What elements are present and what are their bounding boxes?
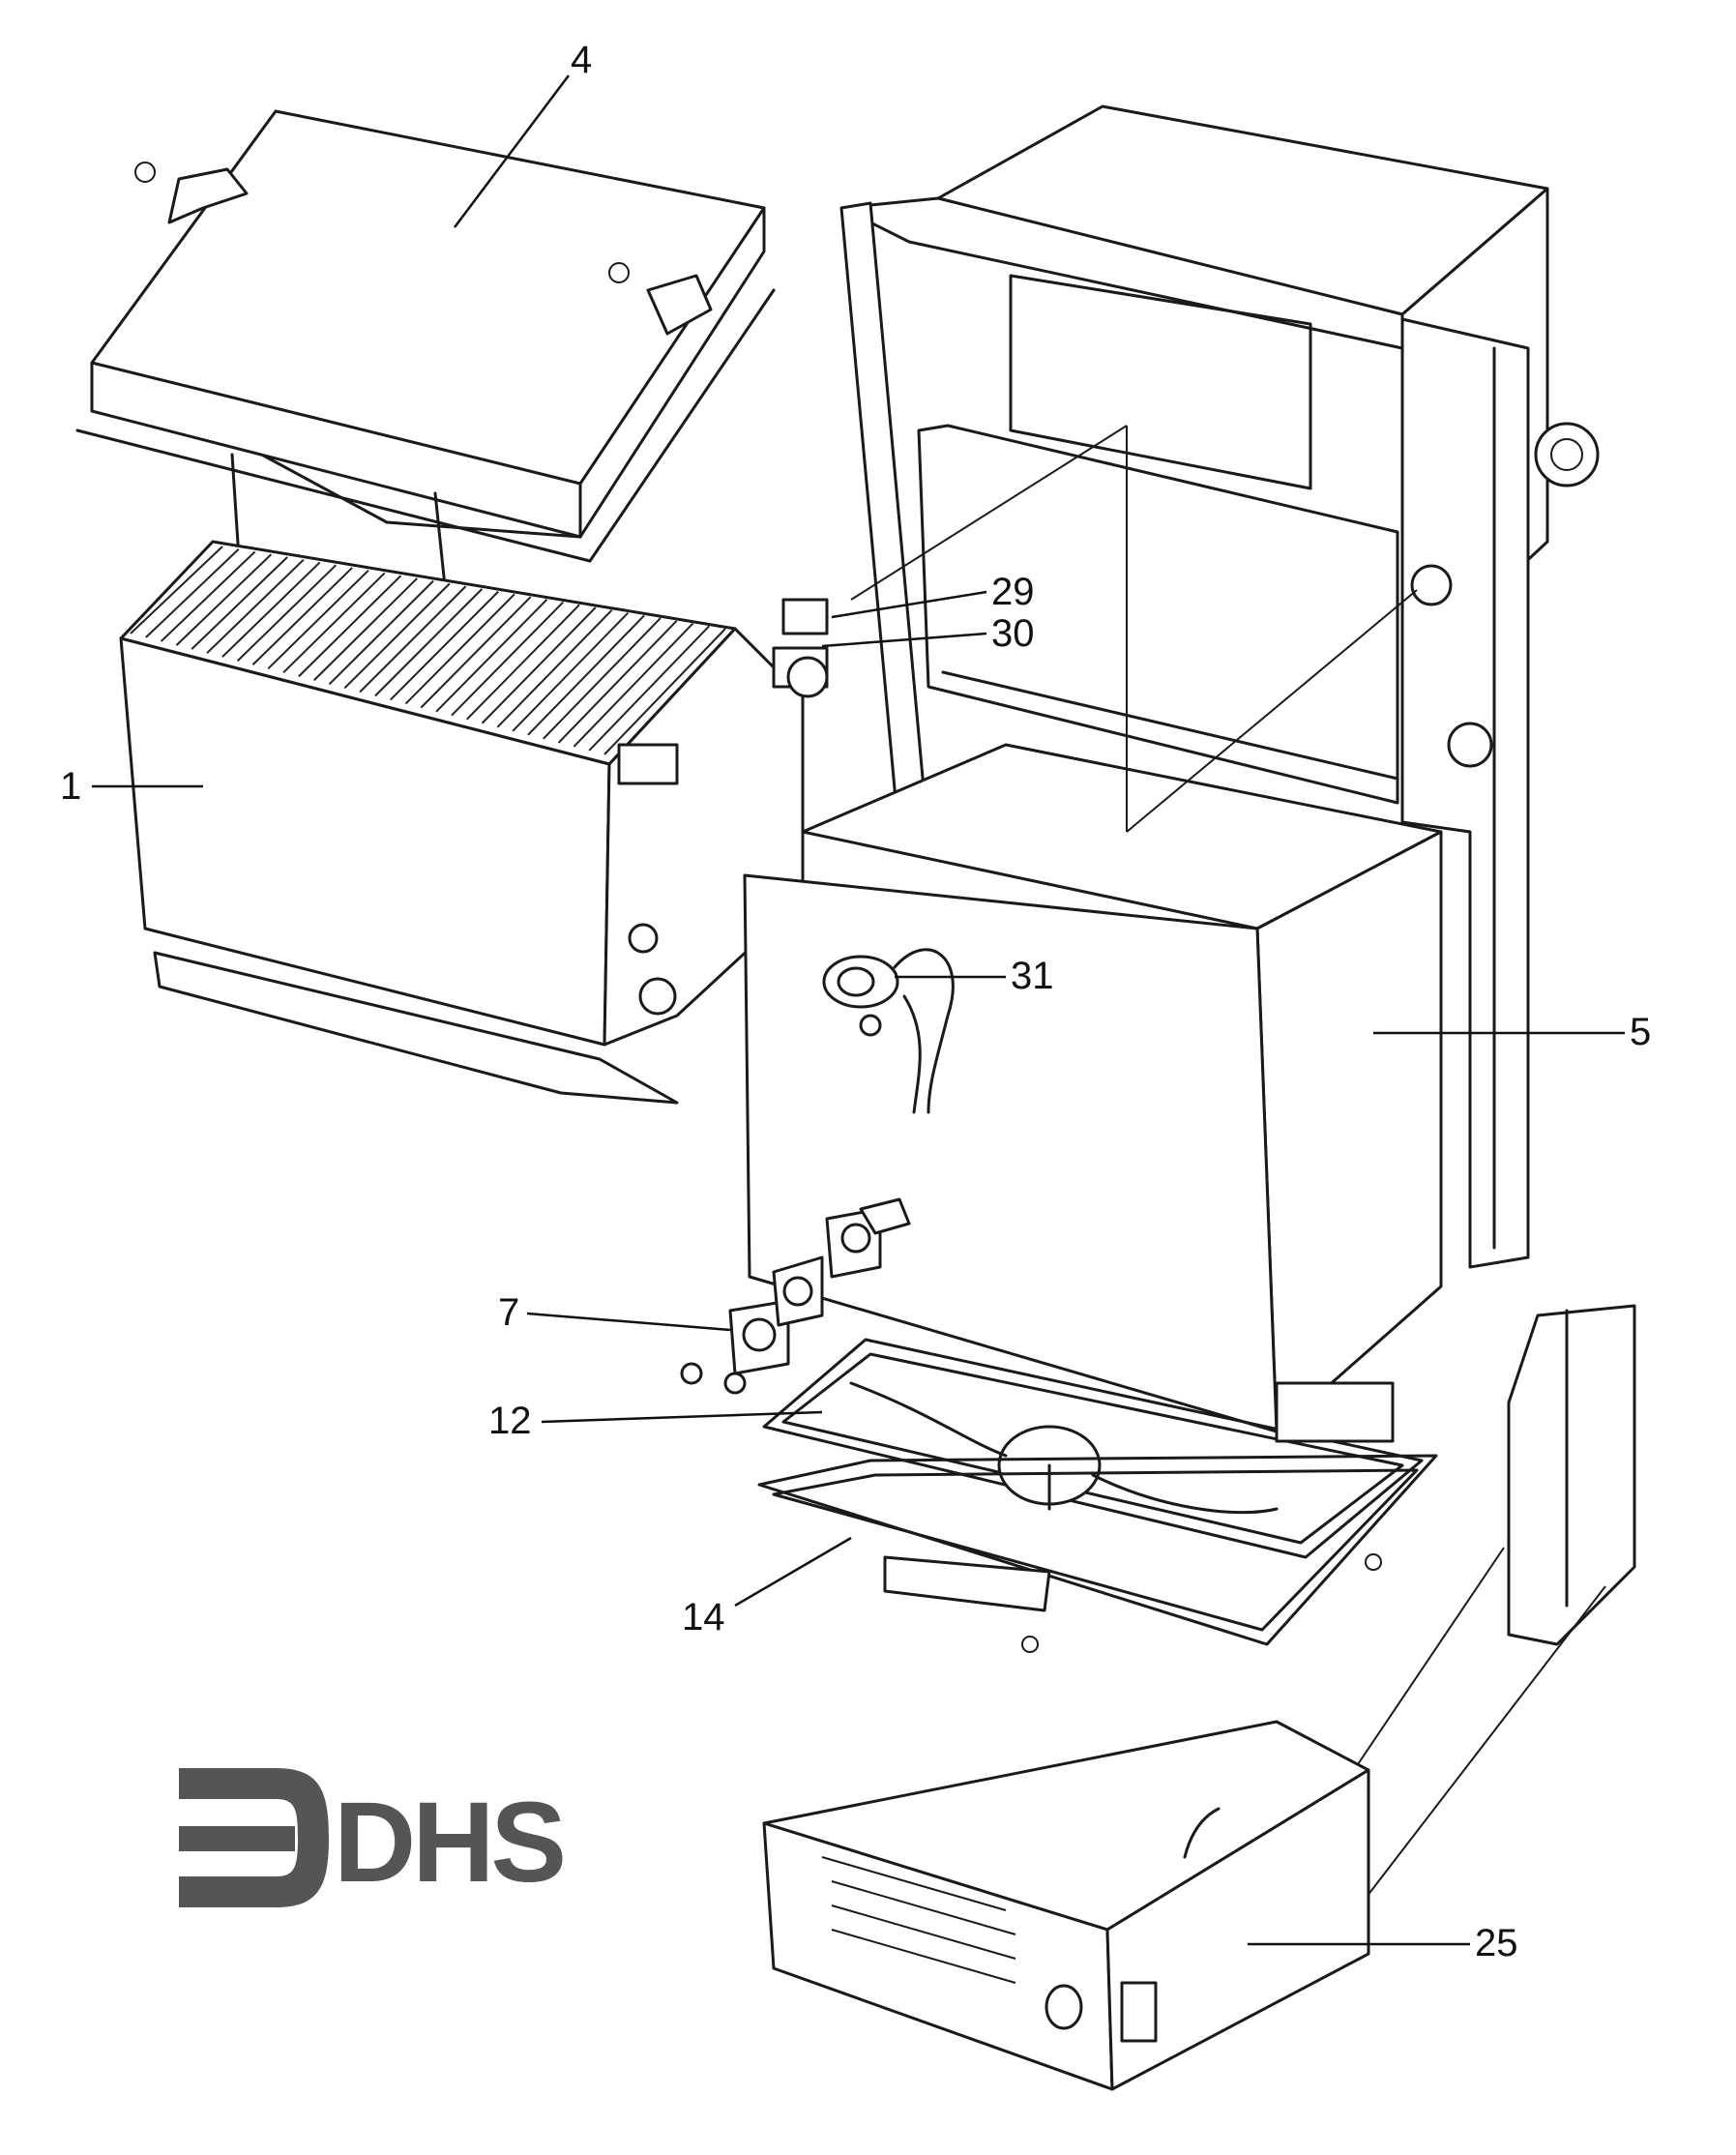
part-29-30-connectors: [772, 598, 829, 698]
part-5-main-cabinet: [743, 104, 1600, 1433]
heater-rib: [130, 546, 223, 635]
part-12-burner-tray: [762, 1338, 1424, 1559]
callout-5: 5: [1630, 1011, 1651, 1053]
heater-rib: [251, 567, 353, 665]
heater-rib: [221, 561, 321, 658]
support-stand: [1353, 1304, 1636, 1902]
heater-rib: [267, 569, 369, 670]
heater-rib: [603, 628, 726, 755]
heater-rib: [298, 575, 402, 678]
heater-rib: [328, 579, 434, 686]
heater-rib: [236, 564, 338, 662]
heater-rib: [206, 558, 305, 654]
heater-rib: [481, 606, 597, 724]
part-14-base-plate: [757, 1454, 1438, 1653]
part-7-brackets: [680, 1197, 911, 1395]
heater-ribs: [130, 546, 726, 755]
heater-rib: [282, 572, 386, 674]
callout-labels: 4 1 29 30 31 5 7 12 14 25: [60, 39, 1651, 1964]
heater-rib: [404, 593, 515, 705]
callout-25: 25: [1475, 1922, 1518, 1964]
heater-rib: [588, 625, 710, 752]
callout-12: 12: [488, 1400, 532, 1442]
callout-4: 4: [571, 39, 592, 81]
callout-29: 29: [991, 571, 1035, 613]
heater-rib: [145, 548, 240, 638]
part-31-valve-assembly: [822, 948, 955, 1114]
heater-rib: [573, 622, 694, 748]
part-1-heater-cassette: [119, 540, 805, 1105]
part-25-control-box: [762, 1720, 1370, 2091]
heater-rib: [374, 588, 484, 697]
heater-rib: [390, 590, 499, 701]
heater-rib: [175, 553, 273, 646]
heater-rib: [451, 601, 564, 717]
heater-rib: [435, 599, 548, 713]
heater-rib: [343, 582, 451, 690]
heater-rib: [359, 585, 467, 694]
callout-leaders: [92, 74, 1625, 1946]
dhs-logo: DHS: [179, 1768, 567, 1907]
heater-rib: [160, 550, 256, 642]
heater-rib: [543, 617, 662, 740]
heater-rib: [512, 611, 630, 732]
callout-30: 30: [991, 612, 1035, 655]
part-4-hood: [75, 109, 776, 727]
heater-rib: [312, 577, 418, 682]
heater-rib: [527, 614, 645, 736]
logo-text: DHS: [334, 1779, 563, 1906]
heater-rib: [496, 609, 613, 728]
callout-1: 1: [60, 765, 81, 808]
heater-rib: [466, 604, 580, 721]
callout-14: 14: [682, 1596, 725, 1638]
heater-rib: [420, 596, 532, 709]
heater-rib: [557, 620, 678, 744]
callout-7: 7: [498, 1291, 519, 1334]
callout-31: 31: [1011, 955, 1054, 997]
heater-rib: [191, 556, 288, 650]
